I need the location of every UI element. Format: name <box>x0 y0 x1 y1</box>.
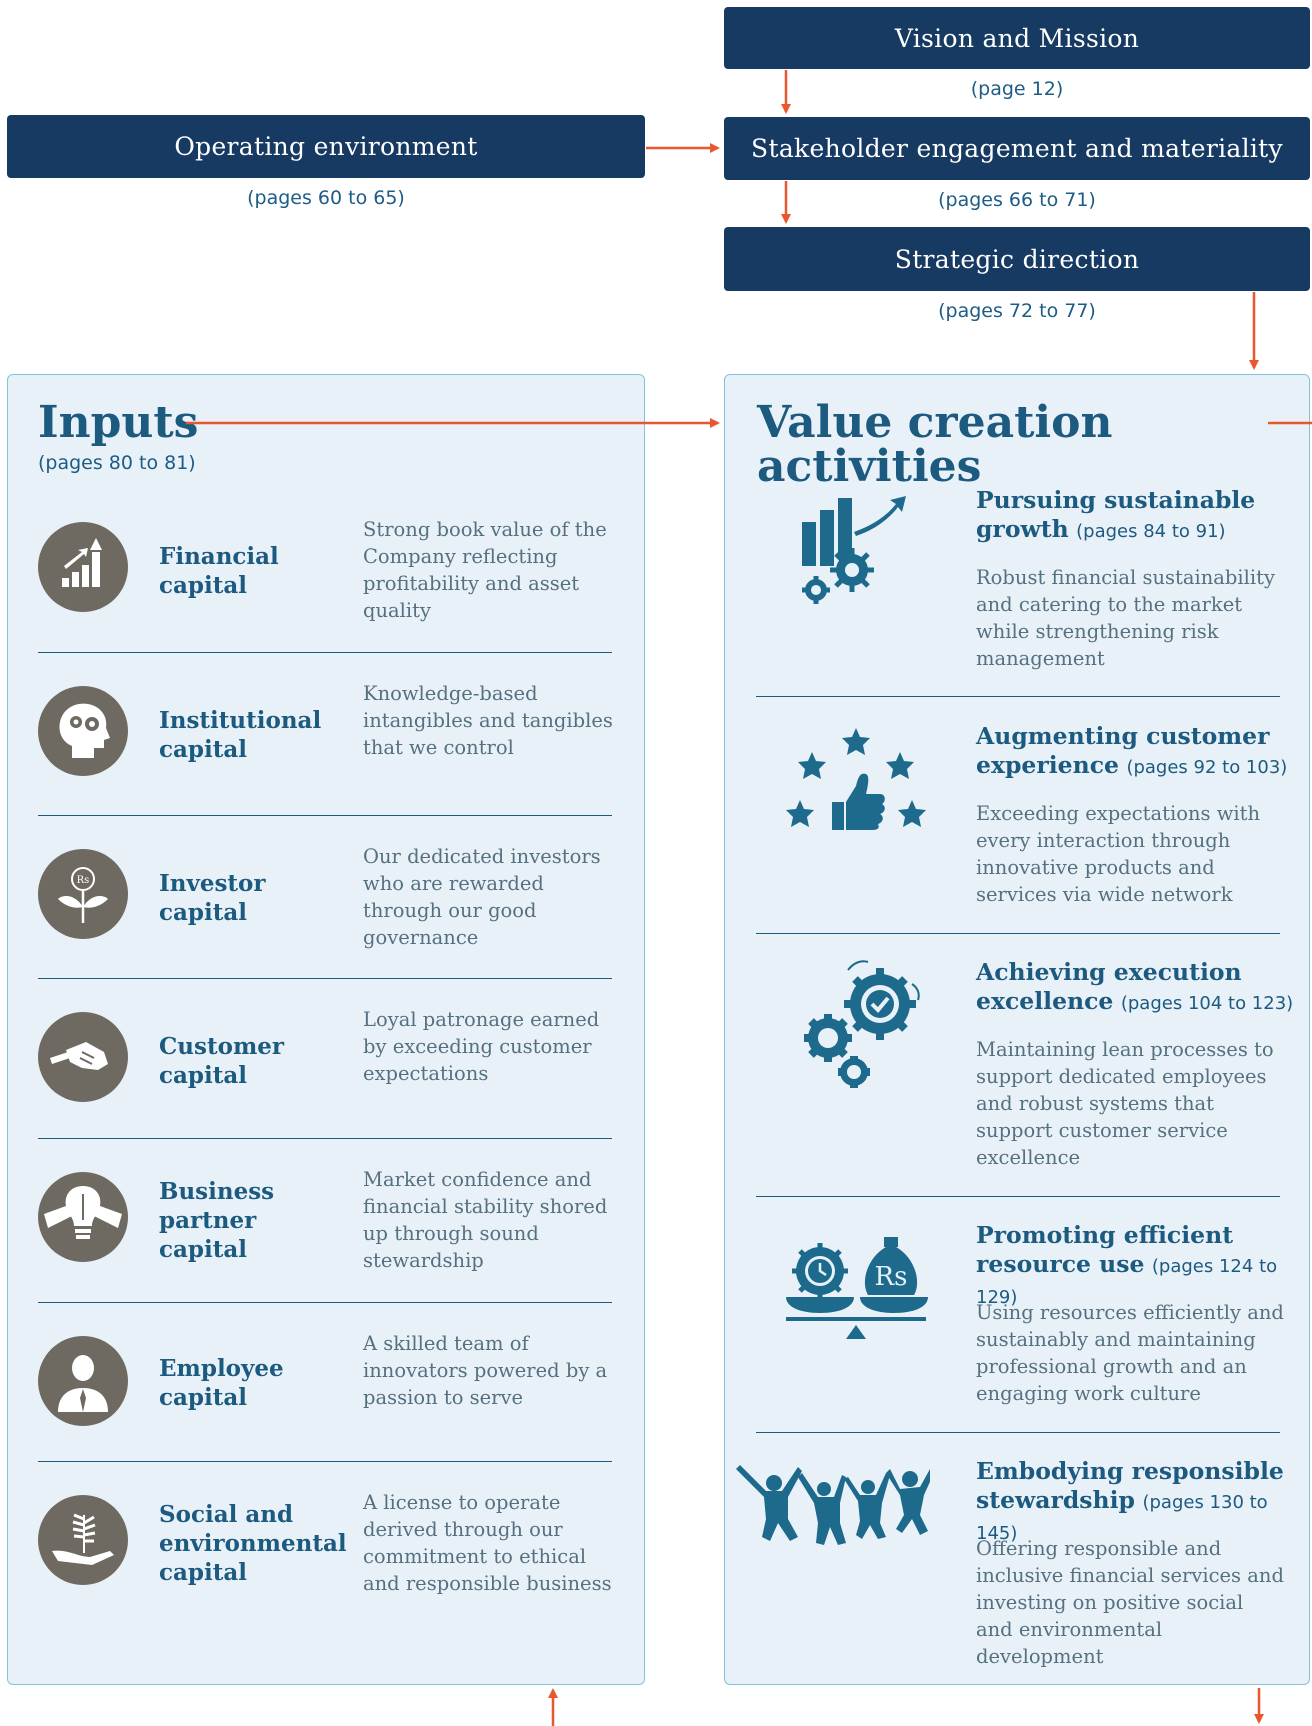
value-title: Promoting efficient resource use (pages … <box>976 1221 1296 1312</box>
input-name: Employee capital <box>159 1355 284 1411</box>
divider <box>756 1432 1280 1433</box>
operating-environment-box: Operating environment <box>7 115 645 178</box>
svg-text:Rs: Rs <box>77 875 90 886</box>
value-title-text: Augmenting customer experience <box>976 722 1270 779</box>
divider <box>38 815 612 816</box>
value-pages: (pages 104 to 123) <box>1120 993 1294 1014</box>
operating-environment-label: Operating environment <box>174 132 478 161</box>
value-pages: (pages 124 to 129) <box>976 1256 1278 1308</box>
input-name: Social and environmental capital <box>159 1501 347 1586</box>
stakeholder-box: Stakeholder engagement and materiality <box>724 117 1310 180</box>
divider <box>756 1196 1280 1197</box>
jumping-people-icon <box>730 1457 934 1597</box>
gears-check-icon <box>756 958 956 1098</box>
divider <box>756 696 1280 697</box>
value-pages: (pages 130 to 145) <box>976 1492 1268 1544</box>
vision-mission-label: Vision and Mission <box>894 23 1140 53</box>
input-row-social-environmental: Social and environmental capital A licen… <box>38 1491 612 1605</box>
divider <box>38 652 612 653</box>
input-row-investor: Rs Investor capital Our dedicated invest… <box>38 845 612 959</box>
input-desc: Market confidence and financial stabilit… <box>363 1168 608 1272</box>
divider <box>38 1138 612 1139</box>
input-row-employee: Employee capital A skilled team of innov… <box>38 1332 612 1446</box>
input-desc: A license to operate derived through our… <box>363 1491 612 1595</box>
value-title-text: Promoting efficient resource use <box>976 1221 1234 1278</box>
divider <box>756 933 1280 934</box>
head-gears-icon <box>38 686 128 776</box>
value-creation-title: Value creation activities <box>757 397 1113 492</box>
input-row-customer: Customer capital Loyal patronage earned … <box>38 1008 612 1122</box>
input-row-financial: Financial capital Strong book value of t… <box>38 518 612 632</box>
vision-mission-box: Vision and Mission <box>724 7 1310 69</box>
input-desc: Strong book value of the Company reflect… <box>363 518 607 622</box>
input-name: Customer capital <box>159 1033 285 1089</box>
strategic-direction-pages: (pages 72 to 77) <box>938 300 1096 322</box>
stakeholder-label: Stakeholder engagement and materiality <box>751 134 1283 163</box>
input-desc: Our dedicated investors who are rewarded… <box>363 845 601 949</box>
value-pages: (pages 92 to 103) <box>1126 757 1288 778</box>
input-name: Investor capital <box>159 870 266 926</box>
value-title: Augmenting customer experience (pages 92… <box>976 722 1296 782</box>
strategic-direction-label: Strategic direction <box>894 244 1140 274</box>
value-title: Pursuing sustainable growth (pages 84 to… <box>976 486 1296 546</box>
value-title-text: Embodying responsible stewardship <box>976 1457 1284 1514</box>
financial-growth-icon <box>38 522 128 612</box>
hands-lightbulb-icon <box>38 1172 128 1262</box>
growth-chart-gears-icon <box>756 496 956 636</box>
value-row-customer-experience: Augmenting customer experience (pages 92… <box>756 722 1287 922</box>
value-title-text: Achieving execution excellence <box>976 958 1242 1015</box>
input-desc: Loyal patronage earned by exceeding cust… <box>363 1008 600 1085</box>
value-desc: Exceeding expectations with every intera… <box>976 802 1261 906</box>
stakeholder-pages: (pages 66 to 71) <box>938 189 1096 211</box>
input-row-institutional: Institutional capital Knowledge-based in… <box>38 682 613 796</box>
value-title: Embodying responsible stewardship (pages… <box>976 1457 1296 1548</box>
hand-leaf-icon <box>38 1495 128 1585</box>
balance-scale-icon: Rs <box>756 1221 956 1361</box>
thumbs-up-stars-icon <box>756 722 956 862</box>
value-row-execution: Achieving execution excellence (pages 10… <box>756 958 1293 1178</box>
strategic-direction-box: Strategic direction <box>724 227 1310 291</box>
divider <box>38 1461 612 1462</box>
inputs-pages: (pages 80 to 81) <box>38 452 196 474</box>
value-desc: Using resources efficiently and sustaina… <box>976 1301 1284 1405</box>
value-row-resource-use: Rs Promoting efficient resource use (pag… <box>756 1221 1284 1421</box>
value-desc: Maintaining lean processes to support de… <box>976 1038 1274 1169</box>
value-row-stewardship: Embodying responsible stewardship (pages… <box>736 1457 1284 1668</box>
divider <box>38 1302 612 1303</box>
svg-text:Rs: Rs <box>875 1262 908 1292</box>
value-title-text: Pursuing sustainable growth <box>976 486 1256 543</box>
operating-environment-pages: (pages 60 to 65) <box>247 187 405 209</box>
input-row-business-partner: Business partner capital Market confiden… <box>38 1168 612 1282</box>
input-desc: Knowledge-based intangibles and tangible… <box>363 682 613 759</box>
handshake-icon <box>38 1012 128 1102</box>
vision-mission-pages: (page 12) <box>970 78 1064 100</box>
value-row-growth: Pursuing sustainable growth (pages 84 to… <box>756 486 1276 686</box>
value-desc: Robust financial sustainability and cate… <box>976 566 1275 670</box>
input-name: Business partner capital <box>159 1178 275 1263</box>
divider <box>38 978 612 979</box>
input-name: Financial capital <box>159 543 279 599</box>
employee-icon <box>38 1336 128 1426</box>
value-title: Achieving execution excellence (pages 10… <box>976 958 1296 1018</box>
value-desc: Offering responsible and inclusive finan… <box>976 1537 1284 1668</box>
rupee-plant-icon: Rs <box>38 849 128 939</box>
input-desc: A skilled team of innovators powered by … <box>363 1332 608 1409</box>
inputs-title: Inputs <box>38 397 199 448</box>
value-pages: (pages 84 to 91) <box>1076 521 1226 542</box>
input-name: Institutional capital <box>159 707 322 763</box>
